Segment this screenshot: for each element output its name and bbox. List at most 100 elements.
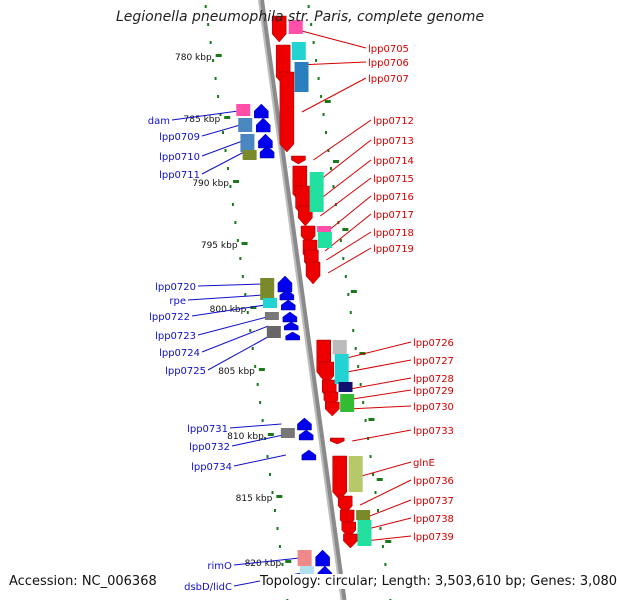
forward-gene-arrow <box>305 261 321 285</box>
forward-gene-leader <box>363 517 412 531</box>
track-dot-left <box>269 473 272 476</box>
backbone-shadow <box>258 0 343 600</box>
track-dot-left <box>276 527 279 530</box>
track-dot-right <box>376 509 379 512</box>
annotation-block-reverse <box>262 298 277 308</box>
track-dot-right <box>317 77 320 80</box>
track-dot-left <box>254 365 257 368</box>
reverse-gene-arrow <box>258 133 273 149</box>
forward-gene-arrow <box>343 533 358 549</box>
track-dot-left <box>273 509 276 512</box>
scale-label: 810 kbp <box>227 432 264 442</box>
annotation-block-forward <box>340 394 355 412</box>
forward-gene-leader <box>320 177 372 217</box>
reverse-gene-label: lpp0720 <box>155 282 196 293</box>
annotation-block-forward <box>309 172 324 212</box>
backbone-tick <box>350 290 357 293</box>
track-dot-right <box>322 113 325 116</box>
track-dot-right <box>339 239 342 242</box>
forward-gene-label: lpp0726 <box>413 338 454 349</box>
forward-gene-label: lpp0717 <box>373 210 414 221</box>
reverse-gene-label: dsbD/lidC <box>184 582 232 593</box>
forward-gene-leader <box>313 119 372 161</box>
track-dot-left <box>219 113 222 116</box>
track-dot-right <box>310 23 313 26</box>
annotation-block-reverse <box>297 550 312 566</box>
annotation-block-reverse <box>264 312 279 320</box>
forward-gene-label: lpp0728 <box>413 374 454 385</box>
map-title: Legionella pneumophila str. Paris, compl… <box>115 9 485 25</box>
reverse-gene-label: lpp0734 <box>191 462 232 473</box>
forward-gene-arrow <box>329 437 345 445</box>
scale-label: 790 kbp <box>192 179 229 189</box>
reverse-gene-label: dam <box>148 116 170 127</box>
forward-gene-label: lpp0729 <box>413 386 454 397</box>
forward-gene-label: lpp0739 <box>413 532 454 543</box>
reverse-gene-arrow <box>298 429 314 441</box>
accession-label: Accession: NC_006368 <box>9 574 157 589</box>
scale-label: 785 kbp <box>184 115 221 125</box>
reverse-gene-leader <box>187 294 264 301</box>
reverse-gene-label: lpp0724 <box>159 348 200 359</box>
reverse-gene-leader <box>229 423 282 429</box>
track-dot-left <box>231 203 234 206</box>
genome-stats-label: Topology: circular; Length: 3,503,610 bp… <box>260 574 617 589</box>
scale-tick <box>241 242 248 245</box>
reverse-gene-leader <box>231 434 284 447</box>
reverse-gene-leader <box>197 283 262 287</box>
track-dot-right <box>327 149 330 152</box>
track-dot-left <box>226 167 229 170</box>
track-dot-left <box>209 41 212 44</box>
reverse-gene-leader <box>201 325 269 353</box>
genome-backbone <box>260 0 347 600</box>
reverse-gene-leader <box>207 335 270 371</box>
annotation-block-forward <box>317 226 332 232</box>
forward-gene-leader <box>327 247 372 274</box>
annotation-block-reverse <box>240 134 255 152</box>
forward-gene-leader <box>314 139 372 185</box>
annotation-block-reverse <box>238 118 253 132</box>
track-dot-left <box>271 491 274 494</box>
scale-tick <box>285 560 292 563</box>
track-dot-right <box>369 455 372 458</box>
reverse-gene-arrow <box>282 311 298 323</box>
track-dot-right <box>347 293 350 296</box>
forward-gene-label: lpp0715 <box>373 174 414 185</box>
track-dot-right <box>342 257 345 260</box>
forward-gene-label: lpp0733 <box>413 426 454 437</box>
track-dot-left <box>249 329 252 332</box>
track-dot-right <box>357 365 360 368</box>
forward-gene-arrow <box>271 15 287 43</box>
forward-gene-leader <box>345 389 412 401</box>
track-dot-right <box>381 545 384 548</box>
track-dot-left <box>212 59 215 62</box>
scale-label: 805 kbp <box>218 367 255 377</box>
track-dot-right <box>364 419 367 422</box>
backbone-tick <box>333 160 339 163</box>
scale-tick <box>250 306 257 309</box>
track-dot-right <box>374 491 377 494</box>
reverse-gene-label: lpp0732 <box>189 442 230 453</box>
annotation-block-reverse <box>260 278 275 300</box>
track-dot-left <box>244 293 247 296</box>
forward-gene-label: lpp0730 <box>413 402 454 413</box>
forward-gene-leader <box>317 159 372 202</box>
annotation-block-forward <box>288 20 303 34</box>
track-dot-right <box>362 401 365 404</box>
reverse-gene-arrow <box>259 145 275 159</box>
track-dot-right <box>325 131 328 134</box>
reverse-gene-arrow <box>285 331 300 341</box>
track-dot-right <box>354 347 357 350</box>
forward-gene-leader <box>359 479 412 506</box>
annotation-block-forward <box>332 340 347 354</box>
track-dot-left <box>251 347 254 350</box>
track-dot-right <box>384 563 387 566</box>
track-dot-left <box>259 401 262 404</box>
forward-gene-label: lpp0737 <box>413 496 454 507</box>
track-dot-left <box>234 221 237 224</box>
forward-gene-leader <box>338 341 412 361</box>
track-dot-right <box>359 383 362 386</box>
track-dot-right <box>320 95 323 98</box>
scale-tick <box>267 433 274 436</box>
